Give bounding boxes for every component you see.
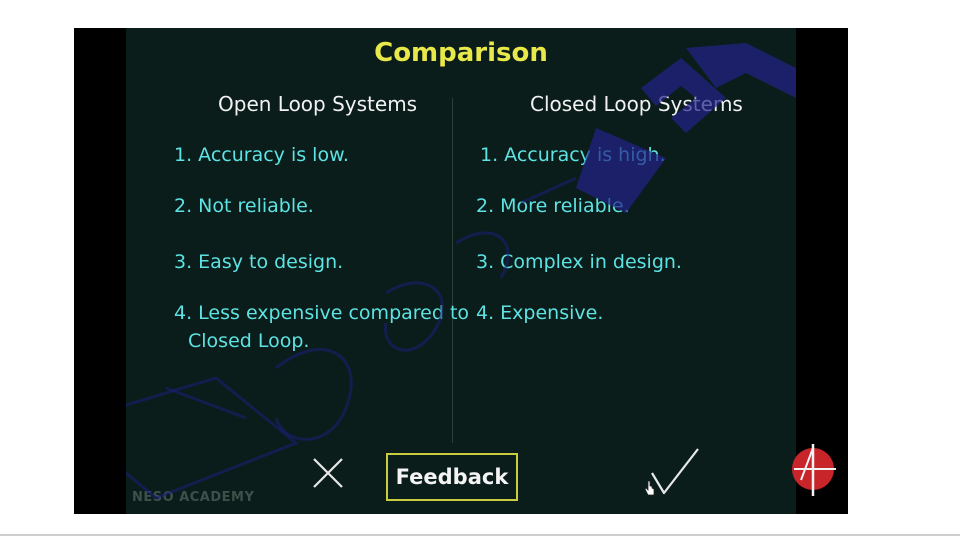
open-loop-item-4-continued: Closed Loop. (188, 330, 310, 352)
check-button[interactable] (646, 443, 702, 499)
closed-loop-item-1: 1. Accuracy is high. (480, 144, 666, 166)
slide: Comparison Open Loop Systems Closed Loop… (126, 28, 796, 514)
bottom-border (0, 534, 960, 536)
open-loop-item-1: 1. Accuracy is low. (174, 144, 349, 166)
close-button[interactable] (308, 453, 348, 493)
open-loop-heading: Open Loop Systems (218, 92, 418, 116)
feedback-button[interactable]: Feedback (386, 453, 518, 501)
open-loop-item-4: 4. Less expensive compared to (174, 302, 470, 324)
video-player: Comparison Open Loop Systems Closed Loop… (74, 28, 848, 514)
slide-title: Comparison (374, 38, 548, 68)
closed-loop-item-4: 4. Expensive. (476, 302, 604, 324)
closed-loop-item-3: 3. Complex in design. (476, 251, 682, 273)
column-divider (452, 98, 453, 443)
channel-brand: NESO ACADEMY (132, 490, 255, 505)
close-icon (313, 458, 343, 488)
red-circle-logo (792, 444, 836, 496)
hand-cursor-icon (644, 480, 655, 496)
checkmark-icon (651, 448, 699, 495)
closed-loop-item-2: 2. More reliable. (476, 195, 630, 217)
open-loop-item-3: 3. Easy to design. (174, 251, 344, 273)
open-loop-item-2: 2. Not reliable. (174, 195, 314, 217)
closed-loop-heading: Closed Loop Systems (530, 92, 743, 116)
